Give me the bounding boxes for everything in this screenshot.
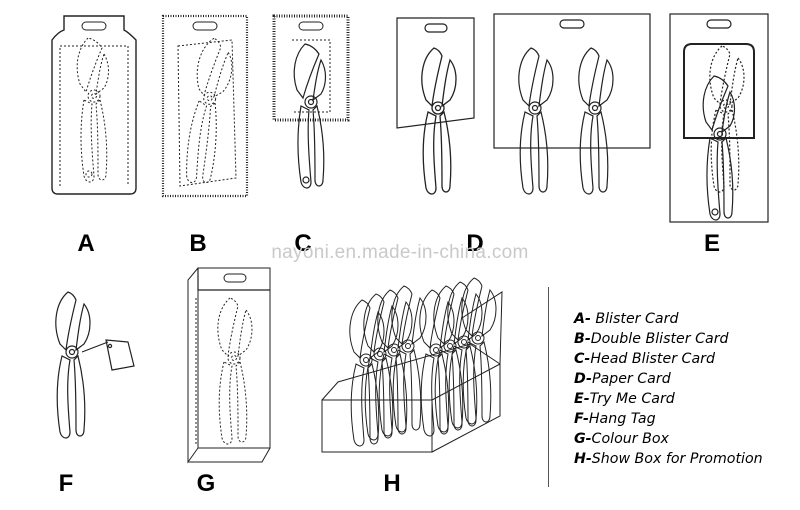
legend-key: E- <box>574 391 590 407</box>
double-paper-card-illustration <box>493 13 651 195</box>
double-blister-card-illustration <box>161 14 249 198</box>
legend-item: C-Head Blister Card <box>574 349 794 369</box>
try-me-card-illustration <box>669 13 769 223</box>
watermark-text: nayoni.en.made-in-china.com <box>271 242 529 263</box>
legend-divider <box>548 287 549 487</box>
legend: A- Blister Card B-Double Blister Card C-… <box>574 309 794 469</box>
legend-item: E-Try Me Card <box>574 389 794 409</box>
legend-item: H-Show Box for Promotion <box>574 449 794 469</box>
hang-tag-illustration <box>55 291 135 439</box>
legend-text: Colour Box <box>591 431 669 447</box>
legend-text: Paper Card <box>591 371 671 387</box>
legend-key: A- <box>574 311 591 327</box>
panel-label-a: A <box>77 230 95 257</box>
legend-key: B- <box>574 331 591 347</box>
legend-text: Head Blister Card <box>590 351 716 367</box>
legend-text: Try Me Card <box>589 391 675 407</box>
legend-key: C- <box>574 351 591 367</box>
colour-box-illustration <box>187 267 271 464</box>
panel-label-e: E <box>703 230 720 257</box>
legend-item: G-Colour Box <box>574 429 794 449</box>
paper-card-illustration <box>396 17 475 195</box>
panel-label-g: G <box>196 470 216 497</box>
head-blister-card-illustration <box>272 14 350 189</box>
panel-label-c: C <box>294 230 312 257</box>
panel-label-f: F <box>58 470 74 497</box>
legend-key: H- <box>574 451 592 467</box>
legend-key: G- <box>574 431 592 447</box>
panel-label-h: H <box>383 470 401 497</box>
panel-label-d: D <box>466 230 484 257</box>
legend-text: Show Box for Promotion <box>591 451 763 467</box>
legend-item: A- Blister Card <box>574 309 794 329</box>
panel-label-b: B <box>189 230 207 257</box>
legend-item: D-Paper Card <box>574 369 794 389</box>
blister-card-illustration <box>51 15 137 195</box>
legend-key: F- <box>574 411 589 427</box>
legend-text: Blister Card <box>590 311 679 327</box>
legend-text: Hang Tag <box>588 411 656 427</box>
legend-key: D- <box>574 371 592 387</box>
legend-item: B-Double Blister Card <box>574 329 794 349</box>
legend-item: F-Hang Tag <box>574 409 794 429</box>
show-box-illustration <box>321 277 503 453</box>
legend-text: Double Blister Card <box>590 331 729 347</box>
